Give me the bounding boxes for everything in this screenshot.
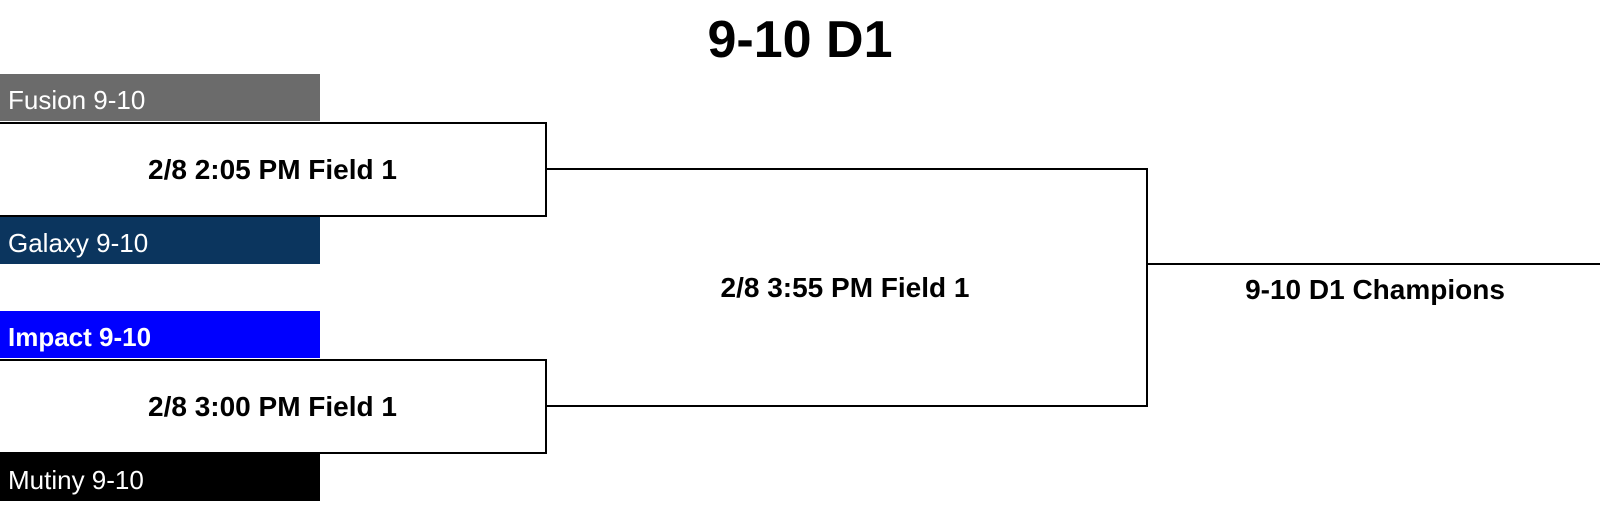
team-fusion: Fusion 9-10 bbox=[0, 74, 320, 121]
bracket-title: 9-10 D1 bbox=[707, 11, 893, 69]
connector-bottom bbox=[547, 405, 1148, 407]
game-1-label: 2/8 2:05 PM Field 1 bbox=[148, 154, 397, 185]
team-galaxy: Galaxy 9-10 bbox=[0, 217, 320, 264]
game-1-bracket-box bbox=[0, 122, 547, 217]
game-2-bracket-box bbox=[0, 359, 547, 454]
connector-champion bbox=[1146, 263, 1600, 265]
connector-top bbox=[547, 168, 1148, 170]
final-game-label: 2/8 3:55 PM Field 1 bbox=[720, 272, 970, 303]
team-impact: Impact 9-10 bbox=[0, 311, 320, 358]
connector-vertical bbox=[1146, 168, 1148, 407]
game-2-label: 2/8 3:00 PM Field 1 bbox=[148, 391, 397, 422]
team-mutiny: Mutiny 9-10 bbox=[0, 454, 320, 501]
champion-label: 9-10 D1 Champions bbox=[1245, 274, 1505, 305]
